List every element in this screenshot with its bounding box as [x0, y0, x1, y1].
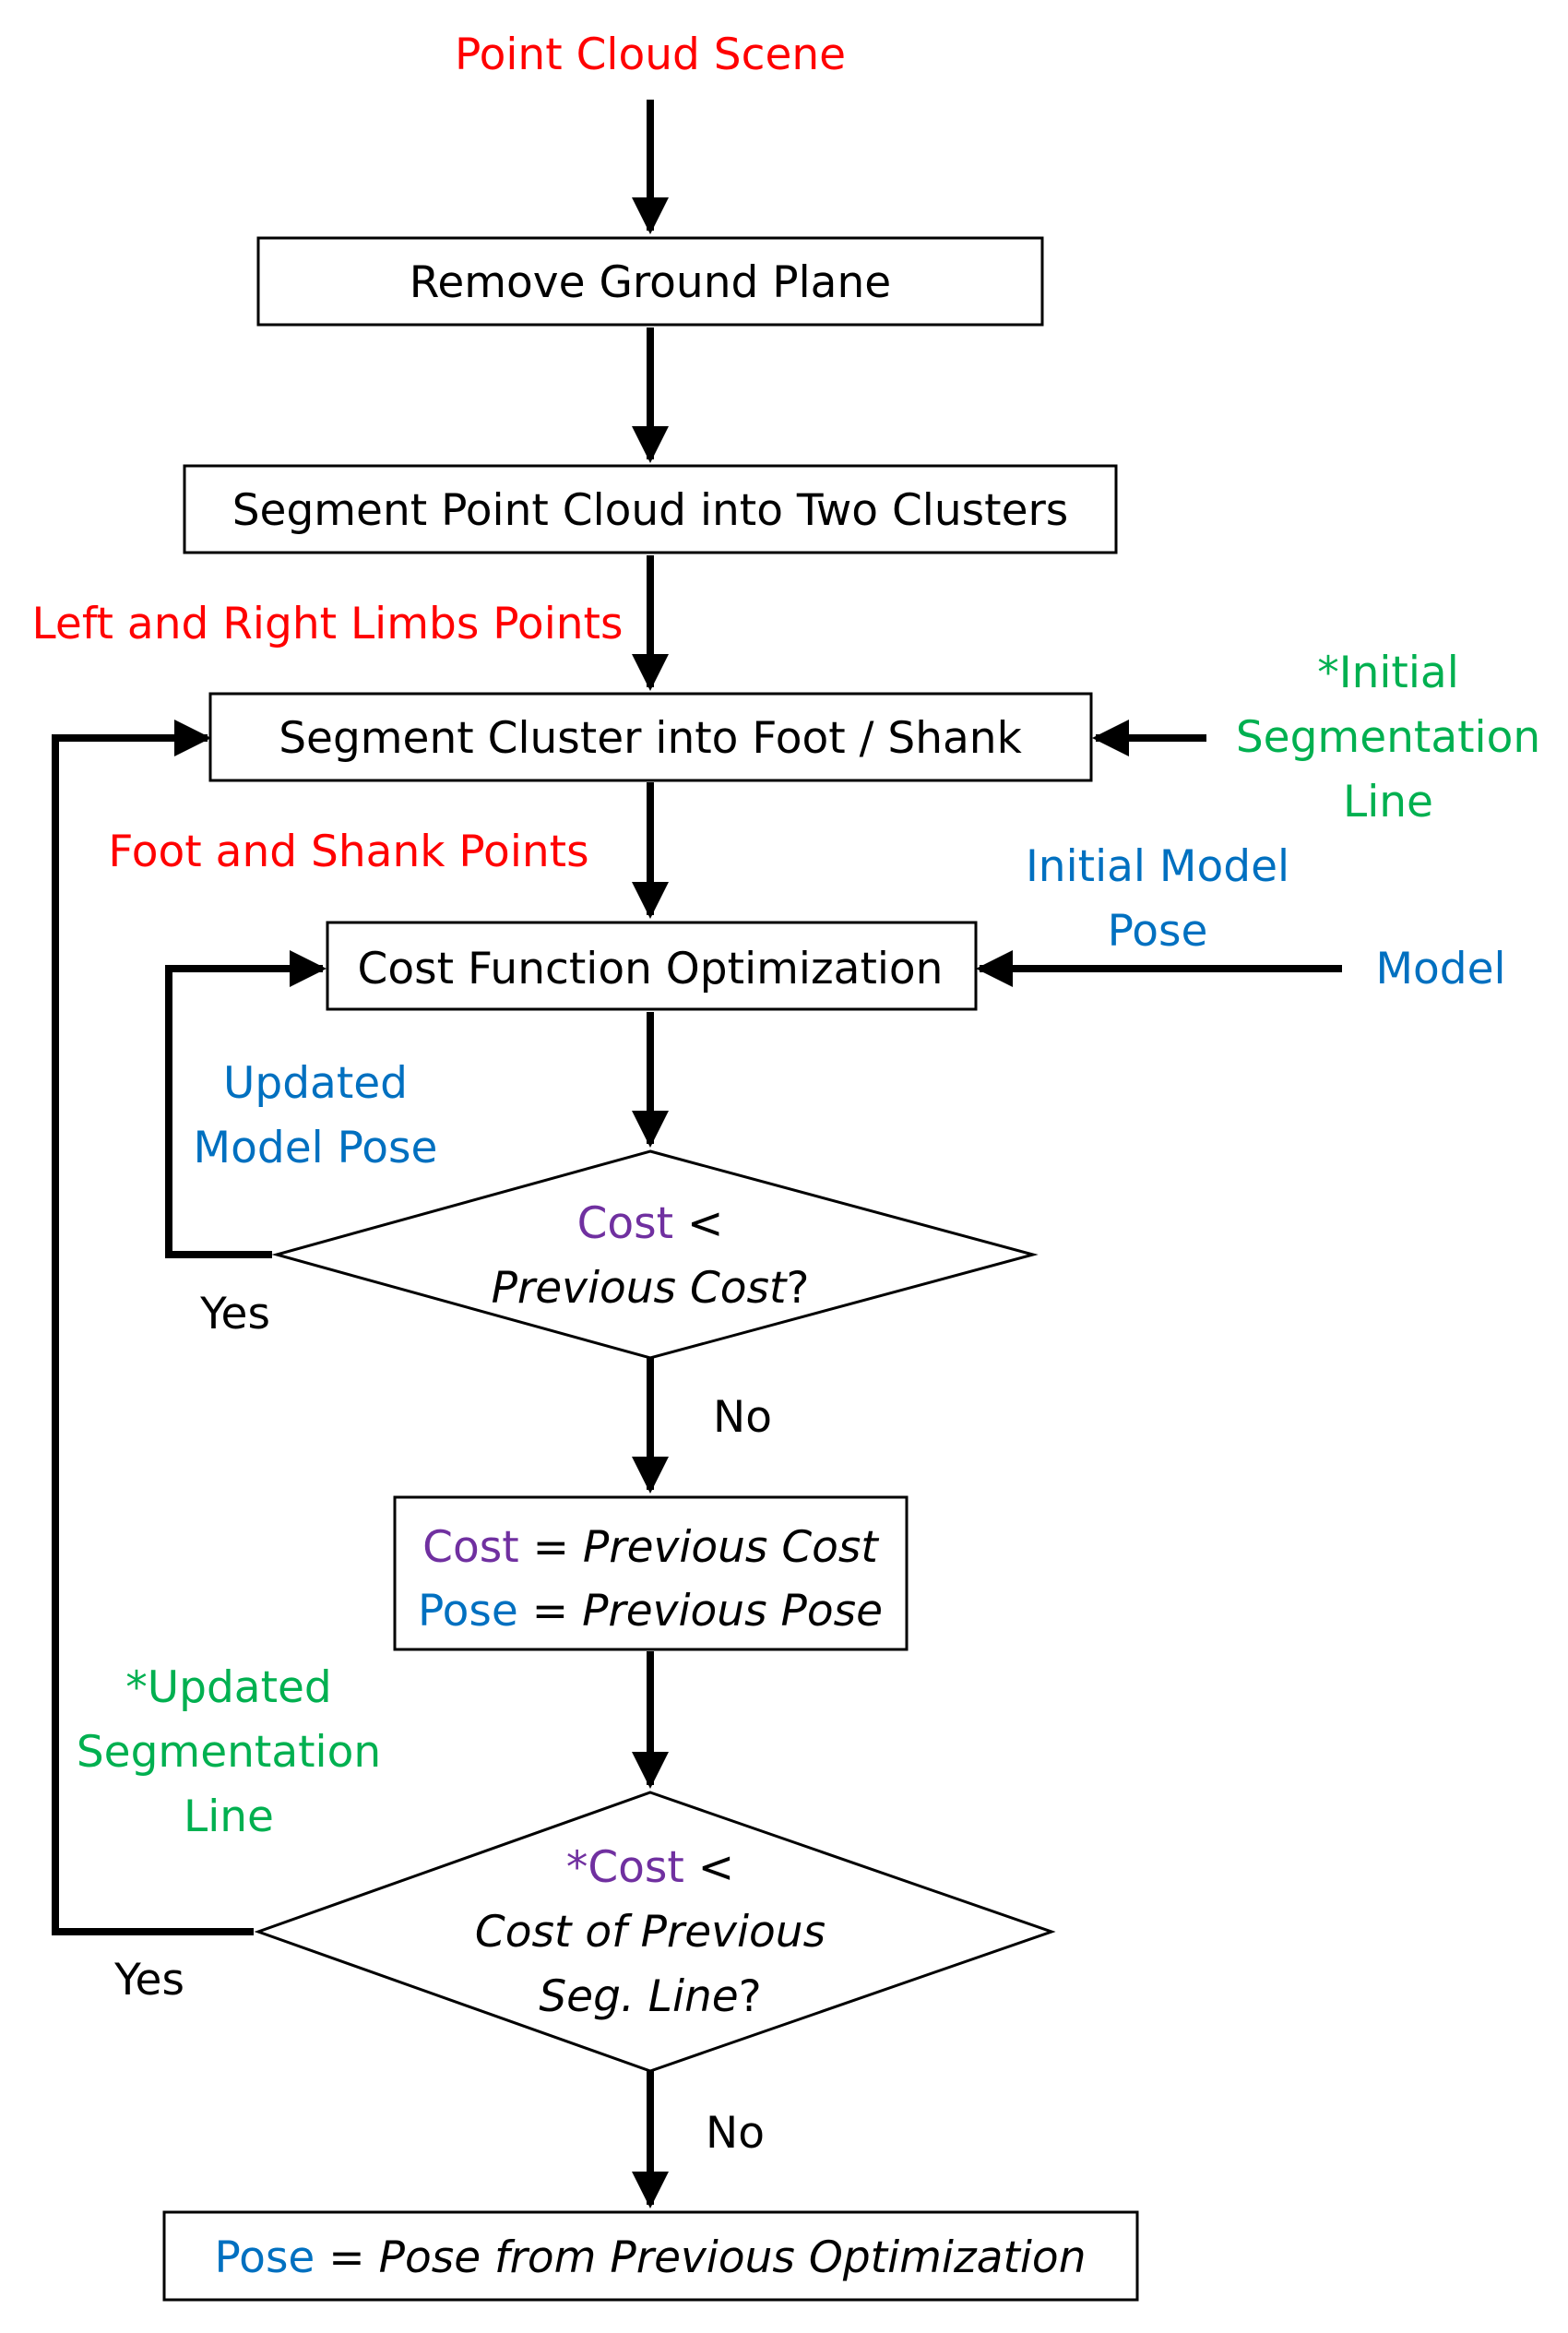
decision1-cost-term: Cost	[577, 1198, 674, 1249]
process-box-final: Pose = Pose from Previous Optimization	[162, 2210, 1139, 2302]
final-pose-value: Pose from Previous Optimization	[379, 2232, 1087, 2283]
updated-seg-line-label: *Updated Segmentation Line	[77, 1662, 381, 1842]
initial-seg-line-label: *Initial Segmentation Line	[1236, 648, 1540, 827]
process-box-cost-optimization: Cost Function Optimization	[326, 921, 978, 1011]
decision-cost-less-previous-seg-line: *Cost < Cost of Previous Seg. Line?	[254, 1791, 1056, 2073]
decision1-line-2: Previous Cost?	[492, 1263, 810, 1314]
foot-shank-points-label: Foot and Shank Points	[108, 827, 588, 877]
segment-foot-shank-label: Segment Cluster into Foot / Shank	[279, 713, 1022, 764]
assign-cost-term: Cost	[422, 1522, 519, 1573]
updated-seg-line-2: Segmentation	[77, 1727, 381, 1778]
loop-yes-to-costopt	[165, 950, 327, 1258]
decision2-line-1: *Cost <	[566, 1842, 734, 1893]
no-label-1: No	[713, 1392, 772, 1443]
decision1-previous-cost: Previous Cost	[492, 1263, 788, 1314]
yes-label-1: Yes	[199, 1289, 270, 1339]
decision1-line-1: Cost <	[577, 1198, 724, 1249]
process-box-segment-foot-shank: Segment Cluster into Foot / Shank	[208, 692, 1093, 782]
assign-previous-pose: Previous Pose	[582, 1586, 883, 1637]
updated-model-pose-label: Updated Model Pose	[194, 1058, 438, 1173]
decision1-less-than: <	[673, 1198, 723, 1249]
initial-model-pose-2: Pose	[1108, 906, 1208, 957]
updated-model-pose-1: Updated	[223, 1058, 408, 1109]
segment-clusters-label: Segment Point Cloud into Two Clusters	[232, 485, 1069, 536]
process-box-segment-clusters: Segment Point Cloud into Two Clusters	[183, 464, 1118, 554]
process-box-assign: Cost = Previous Cost Pose = Previous Pos…	[393, 1495, 909, 1651]
remove-ground-label: Remove Ground Plane	[410, 257, 891, 308]
assign-line-2: Pose = Previous Pose	[418, 1586, 883, 1637]
decision-cost-less-previous: Cost < Previous Cost?	[271, 1149, 1039, 1360]
decision2-cost-term: *Cost	[566, 1842, 684, 1893]
cost-optimization-label: Cost Function Optimization	[358, 944, 944, 994]
assign-previous-cost: Previous Cost	[583, 1522, 879, 1573]
process-box-remove-ground: Remove Ground Plane	[256, 236, 1044, 327]
model-label: Model	[1375, 944, 1505, 994]
loop-yes-to-footshank	[52, 720, 254, 1935]
no-label-2: No	[706, 2108, 765, 2159]
assign-pose-term: Pose	[418, 1586, 518, 1637]
decision2-less-than: <	[684, 1842, 734, 1893]
decision2-line-2: Cost of Previous	[475, 1907, 826, 1958]
connectors	[52, 100, 1342, 2208]
yes-label-2: Yes	[113, 1955, 184, 2006]
decision1-question: ?	[786, 1263, 809, 1314]
updated-seg-line-1: *Updated	[125, 1662, 332, 1713]
initial-seg-line-3: Line	[1343, 777, 1433, 827]
initial-model-pose-1: Initial Model	[1026, 841, 1289, 892]
updated-seg-line-3: Line	[184, 1791, 274, 1842]
final-equals: =	[315, 2232, 378, 2283]
updated-model-pose-2: Model Pose	[194, 1123, 438, 1173]
final-label: Pose = Pose from Previous Optimization	[215, 2232, 1087, 2283]
assign-line-1: Cost = Previous Cost	[422, 1522, 879, 1573]
initial-seg-line-2: Segmentation	[1236, 712, 1540, 763]
decision2-seg-line: Seg. Line	[539, 1971, 738, 2022]
initial-model-pose-label: Initial Model Pose	[1026, 841, 1289, 957]
assign-equals-2: =	[518, 1586, 582, 1637]
decision2-question: ?	[739, 1971, 762, 2022]
assign-equals-1: =	[519, 1522, 583, 1573]
final-pose-term: Pose	[215, 2232, 315, 2283]
decision2-line-3: Seg. Line?	[539, 1971, 761, 2022]
initial-seg-line-1: *Initial	[1317, 648, 1459, 698]
limbs-points-label: Left and Right Limbs Points	[32, 599, 624, 649]
point-cloud-scene-label: Point Cloud Scene	[455, 30, 846, 80]
